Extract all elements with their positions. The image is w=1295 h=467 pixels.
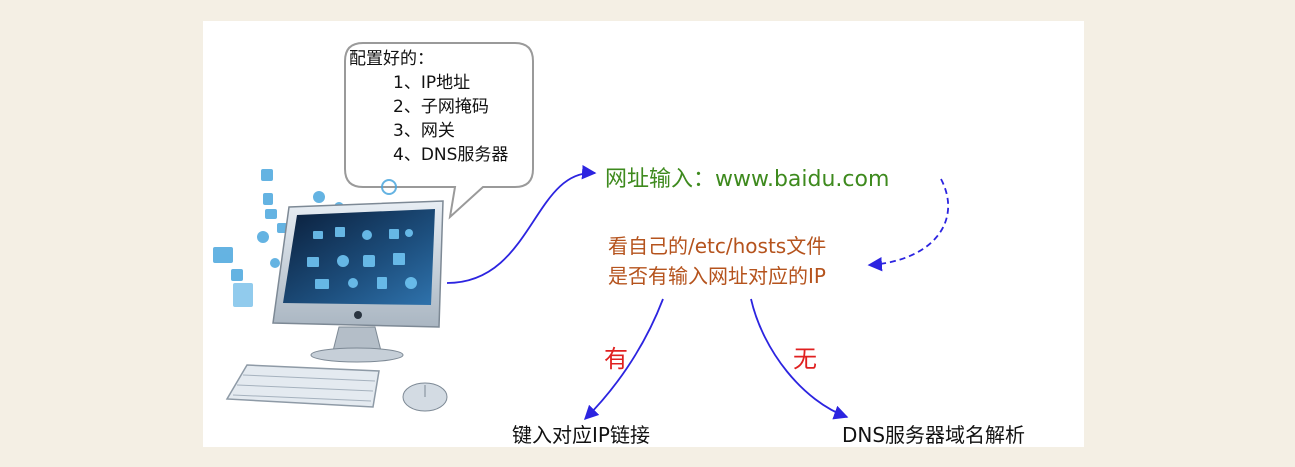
branch-no-label: 无 — [793, 345, 817, 373]
hosts-check-line2: 是否有输入网址对应的IP — [608, 264, 826, 288]
floating-app-icon — [261, 169, 273, 181]
hosts-check-line1: 看自己的/etc/hosts文件 — [608, 234, 827, 258]
computer-illustration — [225, 200, 448, 412]
result-dns-resolve: DNS服务器域名解析 — [842, 423, 1026, 447]
floating-app-icon — [265, 209, 277, 219]
arrow-check-to-dns — [750, 298, 849, 420]
mail-icon — [213, 247, 233, 263]
floating-app-icon — [231, 269, 243, 281]
diagram-graphics — [213, 42, 950, 421]
cursor-icon — [233, 283, 253, 307]
arrow-computer-to-url — [446, 165, 597, 284]
floating-app-icon — [313, 191, 325, 203]
bubble-item-ip: 1、IP地址 — [393, 73, 471, 93]
diagram-canvas: 配置好的： 1、IP地址 2、子网掩码 3、网关 4、DNS服务器 网址输入：w… — [203, 21, 1084, 447]
floating-app-icon — [257, 231, 269, 243]
speech-bubble-text: 配置好的： 1、IP地址 2、子网掩码 3、网关 4、DNS服务器 — [349, 47, 508, 167]
bubble-title: 配置好的： — [349, 49, 434, 69]
bubble-item-subnet: 2、子网掩码 — [393, 97, 489, 117]
branch-yes-label: 有 — [604, 345, 628, 373]
bubble-item-gateway: 3、网关 — [393, 121, 455, 141]
result-ip-link: 键入对应IP链接 — [512, 423, 650, 447]
bubble-item-dns: 4、DNS服务器 — [393, 145, 509, 165]
arrow-check-to-ip-link — [583, 298, 664, 421]
refresh-icon — [381, 179, 397, 195]
speech-bubble — [344, 42, 534, 220]
hosts-check-text: 看自己的/etc/hosts文件 是否有输入网址对应的IP — [608, 231, 826, 291]
floating-app-icon — [263, 193, 273, 205]
floating-app-icon — [277, 223, 287, 233]
floating-app-icon — [270, 258, 280, 268]
url-input-text: 网址输入：www.baidu.com — [605, 167, 890, 192]
arrow-url-to-hosts-check — [867, 178, 950, 272]
